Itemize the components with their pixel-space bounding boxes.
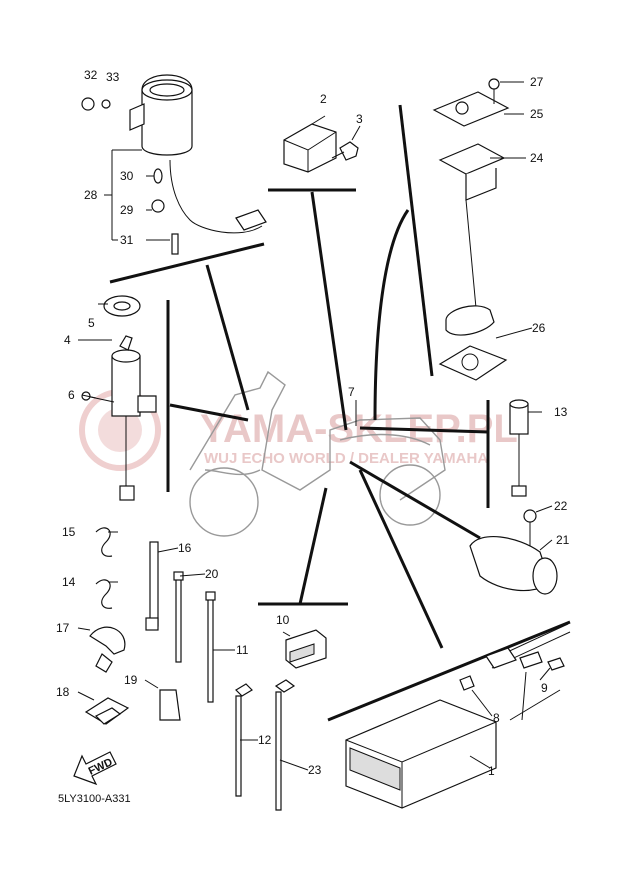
part-number-label: 27 bbox=[530, 75, 544, 89]
part-number-label: 20 bbox=[205, 567, 219, 581]
watermark-logo-inner bbox=[98, 408, 142, 452]
watermark-brand: YAMA-SKLEP.PL bbox=[200, 407, 518, 451]
part-number-label: 6 bbox=[68, 388, 75, 402]
relay-10-part bbox=[285, 629, 327, 669]
part-number-label: 10 bbox=[276, 613, 290, 627]
part-number-label: 1 bbox=[488, 764, 495, 778]
part-number-label: 11 bbox=[236, 643, 249, 657]
catalog-code: 5LY3100-A331 bbox=[58, 793, 131, 805]
part-number-label: 3 bbox=[356, 112, 363, 126]
part-number-label: 2 bbox=[320, 92, 327, 106]
leader-lines bbox=[77, 81, 553, 771]
part-number-label: 14 bbox=[62, 575, 76, 589]
part-number-label: 32 bbox=[84, 68, 98, 82]
cable-ties bbox=[173, 571, 296, 811]
part-number-label: 29 bbox=[120, 203, 134, 217]
part-number-label: 24 bbox=[530, 151, 544, 165]
part-number-label: 13 bbox=[554, 405, 568, 419]
sensor-13-part bbox=[509, 399, 529, 497]
part-number-label: 28 bbox=[84, 188, 98, 202]
fwd-label: FWD bbox=[87, 756, 115, 777]
part-number-label: 4 bbox=[64, 333, 71, 347]
watermark-tagline: WUJ ECHO WORLD / DEALER YAMAHA bbox=[204, 450, 488, 467]
watermark: YAMA-SKLEP.PL WUJ ECHO WORLD / DEALER YA… bbox=[79, 389, 518, 471]
part-number-label: 12 bbox=[258, 733, 272, 747]
part-number-label: 16 bbox=[178, 541, 192, 555]
part-number-label: 25 bbox=[530, 107, 544, 121]
part-number-label: 15 bbox=[62, 525, 76, 539]
ecu-box-part bbox=[345, 699, 497, 809]
relay-part bbox=[283, 123, 337, 173]
meter-part bbox=[81, 74, 267, 255]
part-number-label: 30 bbox=[120, 169, 134, 183]
scooter-outline bbox=[189, 370, 446, 537]
part-labels: 1 2 3 4 5 6 7 8 9 10 11 12 13 14 15 16 1… bbox=[56, 68, 570, 778]
part-number-label: 26 bbox=[532, 321, 546, 335]
fuel-sender-part bbox=[432, 78, 510, 381]
horn-21-part bbox=[469, 509, 558, 595]
fwd-arrow-icon: FWD bbox=[73, 751, 117, 786]
part-number-label: 23 bbox=[308, 763, 322, 777]
main-switch-part bbox=[81, 295, 157, 501]
bracket-lines bbox=[109, 104, 571, 722]
part-number-label: 17 bbox=[56, 621, 70, 635]
part-number-label: 31 bbox=[120, 233, 134, 247]
harness-part bbox=[459, 623, 571, 721]
part-number-label: 22 bbox=[554, 499, 568, 513]
part-number-label: 8 bbox=[493, 711, 500, 725]
part-number-label: 7 bbox=[348, 385, 355, 399]
part-number-label: 5 bbox=[88, 316, 95, 330]
part-number-label: 18 bbox=[56, 685, 70, 699]
part-number-label: 33 bbox=[106, 70, 120, 84]
part-number-label: 19 bbox=[124, 673, 138, 687]
clamps bbox=[84, 527, 181, 725]
bolt-3-part bbox=[331, 141, 359, 161]
part-number-label: 9 bbox=[541, 681, 548, 695]
part-number-label: 21 bbox=[556, 533, 570, 547]
